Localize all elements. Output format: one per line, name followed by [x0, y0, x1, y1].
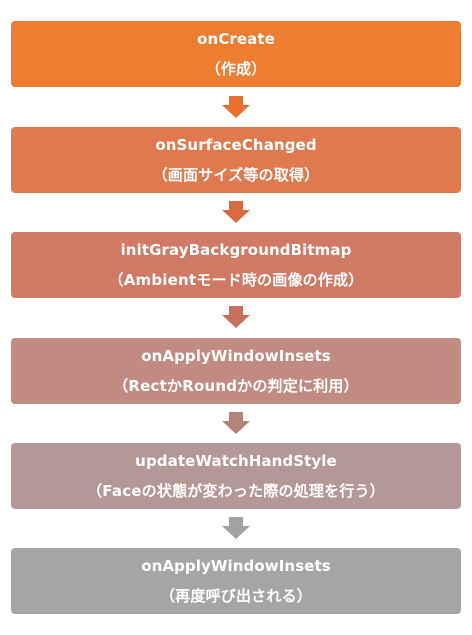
step-title: onApplyWindowInsets	[141, 347, 331, 365]
step-update-watch-hand-style: updateWatchHandStyle （Faceの状態が変わった際の処理を行…	[11, 443, 461, 509]
step-subtitle: （画面サイズ等の取得）	[152, 166, 320, 184]
step-subtitle: （Faceの状態が変わった際の処理を行う）	[87, 482, 385, 500]
down-arrow-icon	[222, 517, 250, 539]
step-on-surface-changed: onSurfaceChanged （画面サイズ等の取得）	[11, 127, 461, 193]
step-subtitle: （作成）	[205, 60, 267, 78]
step-subtitle: （再度呼び出される）	[159, 587, 312, 605]
step-subtitle: （RectかRoundかの判定に利用）	[113, 377, 359, 395]
step-on-apply-window-insets: onApplyWindowInsets （RectかRoundかの判定に利用）	[11, 338, 461, 404]
down-arrow-icon	[222, 412, 250, 434]
step-title: initGrayBackgroundBitmap	[120, 241, 352, 259]
step-init-gray-background-bitmap: initGrayBackgroundBitmap （Ambientモード時の画像…	[11, 232, 461, 298]
step-title: onSurfaceChanged	[155, 136, 317, 154]
down-arrow-icon	[222, 201, 250, 223]
step-subtitle: （Ambientモード時の画像の作成）	[108, 271, 364, 289]
step-on-create: onCreate （作成）	[11, 21, 461, 87]
down-arrow-icon	[222, 96, 250, 118]
step-title: updateWatchHandStyle	[135, 452, 337, 470]
down-arrow-icon	[222, 306, 250, 328]
step-title: onCreate	[197, 30, 275, 48]
step-on-apply-window-insets-again: onApplyWindowInsets （再度呼び出される）	[11, 548, 461, 614]
step-title: onApplyWindowInsets	[141, 557, 331, 575]
